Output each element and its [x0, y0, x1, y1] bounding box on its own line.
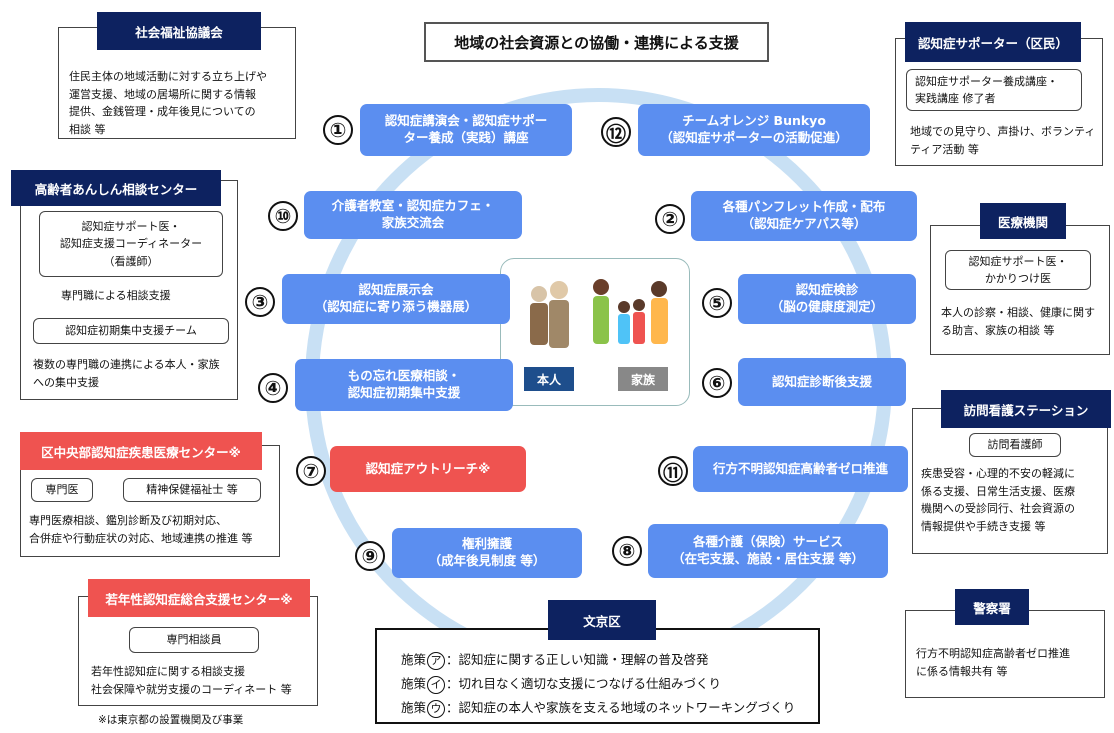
- ring-item-pamphlet: 各種パンフレット作成・配布 （認知症ケアパス等）: [691, 191, 917, 241]
- item-number: ⑤: [702, 288, 732, 318]
- header-shakyo: 社会福祉協議会: [97, 12, 261, 50]
- ring-item-memory-consult: もの忘れ医療相談・ 認知症初期集中支援: [295, 359, 513, 411]
- panel-text: 専門職による相談支援: [61, 289, 171, 302]
- header-keisatsu: 警察署: [955, 589, 1029, 625]
- ring-item-missing-zero: 行方不明認知症高齢者ゼロ推進: [693, 446, 908, 492]
- policy-list: 施策ア：認知症に関する正しい知識・理解の普及啓発 施策イ：切れ目なく適切な支援に…: [401, 648, 795, 719]
- header-supporter: 認知症サポーター（区民）: [905, 22, 1081, 62]
- panel-text: 本人の診察・相談、健康に関す る助言、家族の相談 等: [941, 306, 1095, 337]
- sub-box: 訪問看護師: [969, 433, 1061, 457]
- header-anshin: 高齢者あんしん相談センター: [11, 170, 221, 206]
- item-number: ④: [258, 373, 288, 403]
- bunkyo-policy-box: 施策ア：認知症に関する正しい知識・理解の普及啓発 施策イ：切れ目なく適切な支援に…: [375, 628, 820, 724]
- sub-box: 精神保健福祉士 等: [123, 478, 261, 502]
- item-number: ⑦: [296, 456, 326, 486]
- ring-item-caregiver-cafe: 介護者教室・認知症カフェ・ 家族交流会: [304, 191, 522, 239]
- ring-item-lecture: 認知症講演会・認知症サポー ター養成（実践）講座: [360, 104, 572, 156]
- panel-text: 専門医療相談、鑑別診断及び初期対応、 合併症や行動症状の対応、地域連携の推進 等: [29, 514, 253, 545]
- panel-text: 疾患受容・心理的不安の軽減に 係る支援、日常生活支援、医療 機関への受診同行、社…: [921, 467, 1075, 533]
- policy-mark: ア: [427, 652, 446, 670]
- panel-text: 若年性認知症に関する相談支援 社会保障や就労支援のコーディネート 等: [91, 665, 292, 696]
- family-tag: 家族: [618, 367, 668, 391]
- sub-box: 認知症サポーター養成講座・ 実践講座 修了者: [906, 69, 1082, 111]
- item-number: ⑥: [702, 368, 732, 398]
- sub-box: 認知症サポート医・ かかりつけ医: [945, 250, 1091, 290]
- item-number: ③: [245, 287, 275, 317]
- item-number: ⑧: [612, 536, 642, 566]
- item-number: ②: [655, 204, 685, 234]
- sub-box: 専門医: [31, 478, 93, 502]
- panel-text: 住民主体の地域活動に対する立ち上げや 運営支援、地域の居場所に関する情報 提供、…: [69, 70, 267, 136]
- panel-text: 複数の専門職の連携による本人・家族 への集中支援: [33, 358, 220, 389]
- policy-mark: イ: [427, 675, 446, 694]
- item-number: ⑫: [601, 117, 631, 147]
- header-bunkyo: 文京区: [548, 600, 656, 640]
- sub-box: 認知症サポート医・ 認知症支援コーディネーター （看護師）: [39, 211, 223, 277]
- self-tag: 本人: [524, 367, 574, 391]
- ring-item-screening: 認知症検診 （脳の健康度測定）: [738, 274, 916, 324]
- policy-line: 施策ウ：認知症の本人や家族を支える地域のネットワーキングづくり: [401, 696, 795, 720]
- header-houmon: 訪問看護ステーション: [941, 390, 1111, 428]
- ring-item-outreach: 認知症アウトリーチ※: [330, 446, 526, 492]
- panel-iryo: 認知症サポート医・ かかりつけ医 本人の診察・相談、健康に関す る助言、家族の相…: [930, 225, 1110, 355]
- panel-text: 地域での見守り、声掛け、ボランティ ティア活動 等: [910, 125, 1096, 156]
- item-number: ⑨: [355, 541, 385, 571]
- header-chuo: 区中央部認知症疾患医療センター※: [20, 432, 262, 470]
- policy-mark: ウ: [427, 699, 446, 718]
- item-number: ⑩: [268, 201, 298, 231]
- panel-anshin: 認知症サポート医・ 認知症支援コーディネーター （看護師） 専門職による相談支援…: [20, 180, 238, 400]
- diagram-title: 地域の社会資源との協働・連携による支援: [424, 22, 769, 62]
- policy-line: 施策イ：切れ目なく適切な支援につなげる仕組みづくり: [401, 672, 795, 696]
- sub-box: 認知症初期集中支援チーム: [33, 318, 229, 344]
- panel-text: 行方不明認知症高齢者ゼロ推進 に係る情報共有 等: [916, 647, 1070, 678]
- ring-item-care-services: 各種介護（保険）サービス （在宅支援、施設・居住支援 等）: [648, 524, 888, 578]
- header-iryo: 医療機関: [980, 203, 1066, 239]
- footnote: ※は東京都の設置機関及び事業: [98, 714, 244, 726]
- ring-item-team-orange: チームオレンジ Bunkyo （認知症サポーターの活動促進）: [638, 104, 870, 156]
- item-number: ⑪: [658, 456, 688, 486]
- sub-box: 専門相談員: [129, 627, 259, 653]
- center-box: 本人 家族: [500, 258, 690, 406]
- panel-houmon: 訪問看護師 疾患受容・心理的不安の軽減に 係る支援、日常生活支援、医療 機関への…: [912, 408, 1108, 554]
- policy-line: 施策ア：認知症に関する正しい知識・理解の普及啓発: [401, 648, 795, 672]
- item-number: ①: [323, 115, 353, 145]
- header-jakunen: 若年性認知症総合支援センター※: [88, 579, 310, 617]
- ring-item-post-diagnosis: 認知症診断後支援: [738, 358, 906, 406]
- ring-item-exhibition: 認知症展示会 （認知症に寄り添う機器展）: [282, 274, 510, 324]
- family-illustration: [530, 279, 668, 348]
- ring-item-rights: 権利擁護 （成年後見制度 等）: [392, 528, 582, 578]
